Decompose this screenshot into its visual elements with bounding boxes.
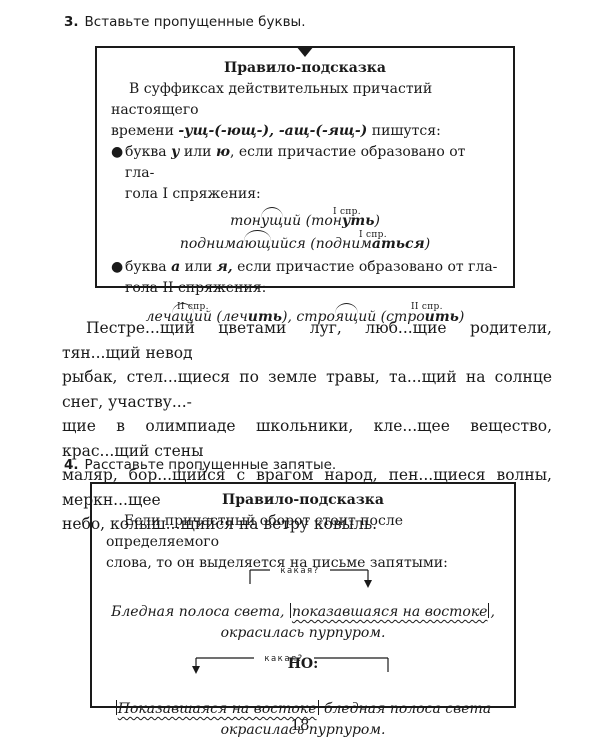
bullet-icon: ● [111, 259, 124, 275]
rule-title: Правило-подсказка [222, 492, 384, 508]
box-notch-icon [296, 46, 314, 57]
rule-intro-line1: В суффиксах действительных причастий нас… [111, 81, 433, 118]
question-arrow-2: какая? [192, 654, 389, 674]
task-4-heading: 4. Расставьте пропущенные запятые. [64, 457, 336, 473]
rule-example-1: тонущий (тонуть)I спр. [111, 207, 499, 232]
task-4-number: 4. [64, 457, 79, 473]
rule-bullet-2: ● буква а или я, если причастие образова… [111, 259, 498, 296]
task-3-number: 3. [64, 14, 79, 30]
but-label: НО: [287, 656, 319, 672]
page-number: 18 [290, 716, 310, 734]
task-4-text: Расставьте пропущенные запятые. [84, 457, 337, 473]
rule-box-2: Правило-подсказка Если причастный оборот… [90, 482, 516, 738]
rule-intro-line2: времени -ущ-(-ющ-), -ащ-(-ящ-) пишутся: [111, 123, 441, 139]
rule-title: Правило-подсказка [224, 60, 386, 76]
rule-line1: Если причастный оборот стоит после опред… [106, 513, 403, 550]
bullet-icon: ● [111, 144, 124, 160]
rule-example-2: поднимающийся (подниматься)I спр. [111, 230, 499, 255]
exercise-line: Пестре...щий цветами луг, люб...щие роди… [62, 319, 552, 362]
rule-line2: слова, то он выделяется на письме запяты… [106, 555, 448, 571]
rule-example-1: Бледная полоса света, показавшаяся на во… [111, 603, 495, 620]
rule-box-1: Правило-подсказка В суффиксах действител… [95, 46, 515, 325]
question-label: какая? [280, 566, 319, 576]
rule-example-2: Показавшаяся на востоке бледная полоса с… [115, 700, 492, 717]
rule-example-1-line2: окрасилась пурпуром. [220, 625, 386, 641]
rule-example-2-line2: окрасилась пурпуром. [220, 722, 386, 738]
task-3-heading: 3. Вставьте пропущенные буквы. [64, 14, 306, 30]
question-label: какая? [264, 654, 303, 664]
question-arrow-1: какая? [249, 566, 372, 588]
rule-bullet-1: ● буква у или ю, если причастие образова… [111, 144, 466, 202]
exercise-3-text: Пестре...щий цветами луг, люб...щие роди… [62, 316, 552, 537]
exercise-line: небо, колыш...щийся на ветру ковыль. [62, 515, 378, 533]
rule-example-3: лечащий (лечить), строящий (строить)II с… [111, 302, 499, 328]
exercise-line: маляр, бор...щийся с врагом народ, пен..… [62, 466, 552, 509]
exercise-line: щие в олимпиаде школьники, кле...щее вещ… [62, 417, 552, 460]
exercise-line: рыбак, стел...щиеся по земле травы, та..… [62, 368, 552, 411]
task-3-text: Вставьте пропущенные буквы. [84, 14, 306, 30]
